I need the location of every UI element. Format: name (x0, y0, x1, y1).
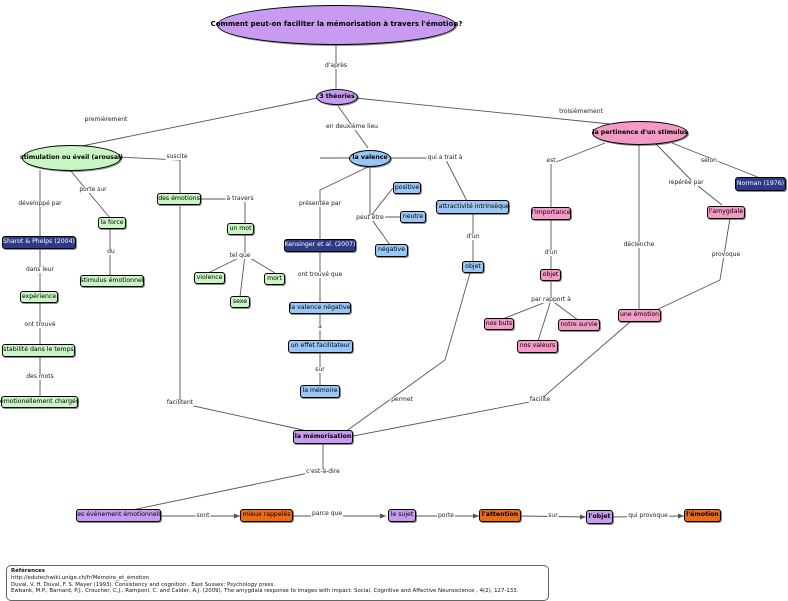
importance-node[interactable]: l'importance (531, 207, 571, 220)
violence-node[interactable]: violence (194, 272, 225, 284)
mort-node[interactable]: mort (264, 273, 285, 285)
main-question-node[interactable]: Comment peut-on faciliter la mémorisatio… (211, 5, 462, 45)
link-label-selon: selon (700, 157, 718, 164)
link-label-provoque: provoque (710, 251, 742, 258)
link-label-dans-leur: dans leur (25, 266, 55, 273)
notre-survie-node[interactable]: notre survie (558, 319, 600, 331)
link-label-c-est-a-dire: c'est-à-dire (305, 468, 341, 475)
link-label-permet: permet (390, 396, 414, 403)
link-label-par-rapport-a: par rapport à (530, 296, 572, 303)
un-mot-node[interactable]: un mot (227, 223, 254, 235)
sexe-node[interactable]: sexe (230, 296, 250, 308)
mieux-rappeles-node[interactable]: mieux rappelés (240, 509, 293, 522)
sharot-phelps-node[interactable]: Sharot & Phelps (2004) (2, 236, 76, 249)
effet-facilitateur-node[interactable]: un effet facilitateur (288, 340, 353, 353)
emotionellement-charges-node[interactable]: émotionellement chargés (0, 396, 79, 408)
reference-line[interactable]: http://edutechwiki.unige.ch/fr/Mémoire_e… (11, 574, 150, 581)
link-label-ont-trouve: ont trouvé (23, 321, 57, 328)
negative-node[interactable]: négative (375, 244, 408, 257)
link-label-declenche: déclenche (622, 241, 656, 248)
references-box: Références http://edutechwiki.unige.ch/f… (6, 565, 549, 601)
pertinence-node[interactable]: la pertinence d'un stimulus (592, 121, 688, 145)
link-label-qui-a-trait-a: qui a trait à (426, 154, 464, 161)
three-theories-node[interactable]: 3 théories (316, 89, 358, 105)
link-label-facilite: facilite (528, 396, 552, 403)
link-label-porte-sur: porte sur (78, 186, 108, 193)
link-label-sur: sur (314, 366, 326, 373)
link-label-tel-que: tel que (228, 252, 252, 259)
link-label-des-mots: des mots (25, 373, 55, 380)
link-label-porte: porte (437, 512, 455, 519)
link-label-a: a (317, 323, 323, 330)
stimulus-emotionnel-node[interactable]: stimulus émotionnel (80, 275, 144, 287)
reference-line: Ewbank, M.P., Barnard, P.J., Croucher, C… (11, 588, 519, 595)
la-memoire-node[interactable]: la mémoire (300, 385, 340, 398)
stabilite-node[interactable]: stabilité dans le temps (2, 344, 75, 357)
link-label-facilitent: facilitent (165, 399, 195, 406)
reference-line: Duval, V. H. Duval, F. S. Mayer (1993). … (11, 581, 276, 588)
nos-buts-node[interactable]: nos buts (484, 318, 514, 330)
link-label-d-un-1: d'un (465, 233, 481, 240)
positive-node[interactable]: positive (393, 182, 421, 194)
link-label-du: du (106, 248, 116, 255)
valence-negative-node[interactable]: la valence négative (289, 302, 351, 314)
kensinger-node[interactable]: Kensinger et al. (2007) (284, 239, 356, 252)
link-label-peut-etre: peut être (355, 214, 385, 221)
link-label-reperee-par: repérée par (667, 179, 705, 186)
link-label-est: est (545, 157, 557, 164)
link-label-sont: sont (195, 512, 211, 519)
des-emotions-node[interactable]: des émotions (157, 193, 201, 205)
link-label-developpe-par: développé par (17, 200, 63, 207)
link-label-sur-2: sur (547, 512, 559, 519)
link-label-ont-trouve-que: ont trouvé que (296, 271, 344, 278)
le-sujet-node[interactable]: le sujet (388, 509, 416, 522)
experience-node[interactable]: expérience (20, 291, 58, 303)
la-force-node[interactable]: la force (98, 217, 126, 229)
attention-node[interactable]: l'attention (479, 509, 521, 522)
link-label-a-travers: à travers (225, 195, 255, 202)
nos-valeurs-node[interactable]: nos valeurs (517, 340, 558, 353)
amygdale-node[interactable]: l'amygdale (707, 206, 745, 219)
link-label-troisiemement: troisièmement (558, 108, 604, 115)
la-memorisation-node[interactable]: la mémorisation (293, 430, 353, 444)
link-label-premierement: premièrement (83, 116, 129, 123)
valence-node[interactable]: la valence (349, 150, 391, 167)
attractivite-node[interactable]: l'attractivité intrinsèque (435, 200, 510, 214)
link-label-suscite: suscite (165, 153, 189, 160)
une-emotion-node[interactable]: une émotion (618, 309, 661, 322)
norman-node[interactable]: Norman (1976) (735, 177, 786, 191)
neutre-node[interactable]: neutre (400, 211, 426, 223)
l-emotion-node[interactable]: l'émotion (684, 509, 721, 522)
link-label-presentee-par: présentée par (297, 200, 343, 207)
link-label-parce-que: parce que (310, 510, 344, 517)
link-label-qui-provoque: qui provoque (627, 512, 669, 519)
link-label-d-un-2: d'un (543, 249, 559, 256)
references-title: Références (11, 568, 46, 574)
objet-blue-node[interactable]: objet (462, 261, 484, 273)
evenements-emotionnels-node[interactable]: les événement émotionnels (76, 509, 162, 522)
objet-pink-node[interactable]: objet (540, 269, 561, 281)
l-objet-node[interactable]: l'objet (586, 510, 613, 524)
link-label-en-deuxieme-lieu: en deuxième lieu (325, 123, 379, 130)
link-label-d-apres: d'après (323, 62, 349, 69)
stimulation-node[interactable]: stimulation ou éveil (arousal) (20, 145, 123, 171)
